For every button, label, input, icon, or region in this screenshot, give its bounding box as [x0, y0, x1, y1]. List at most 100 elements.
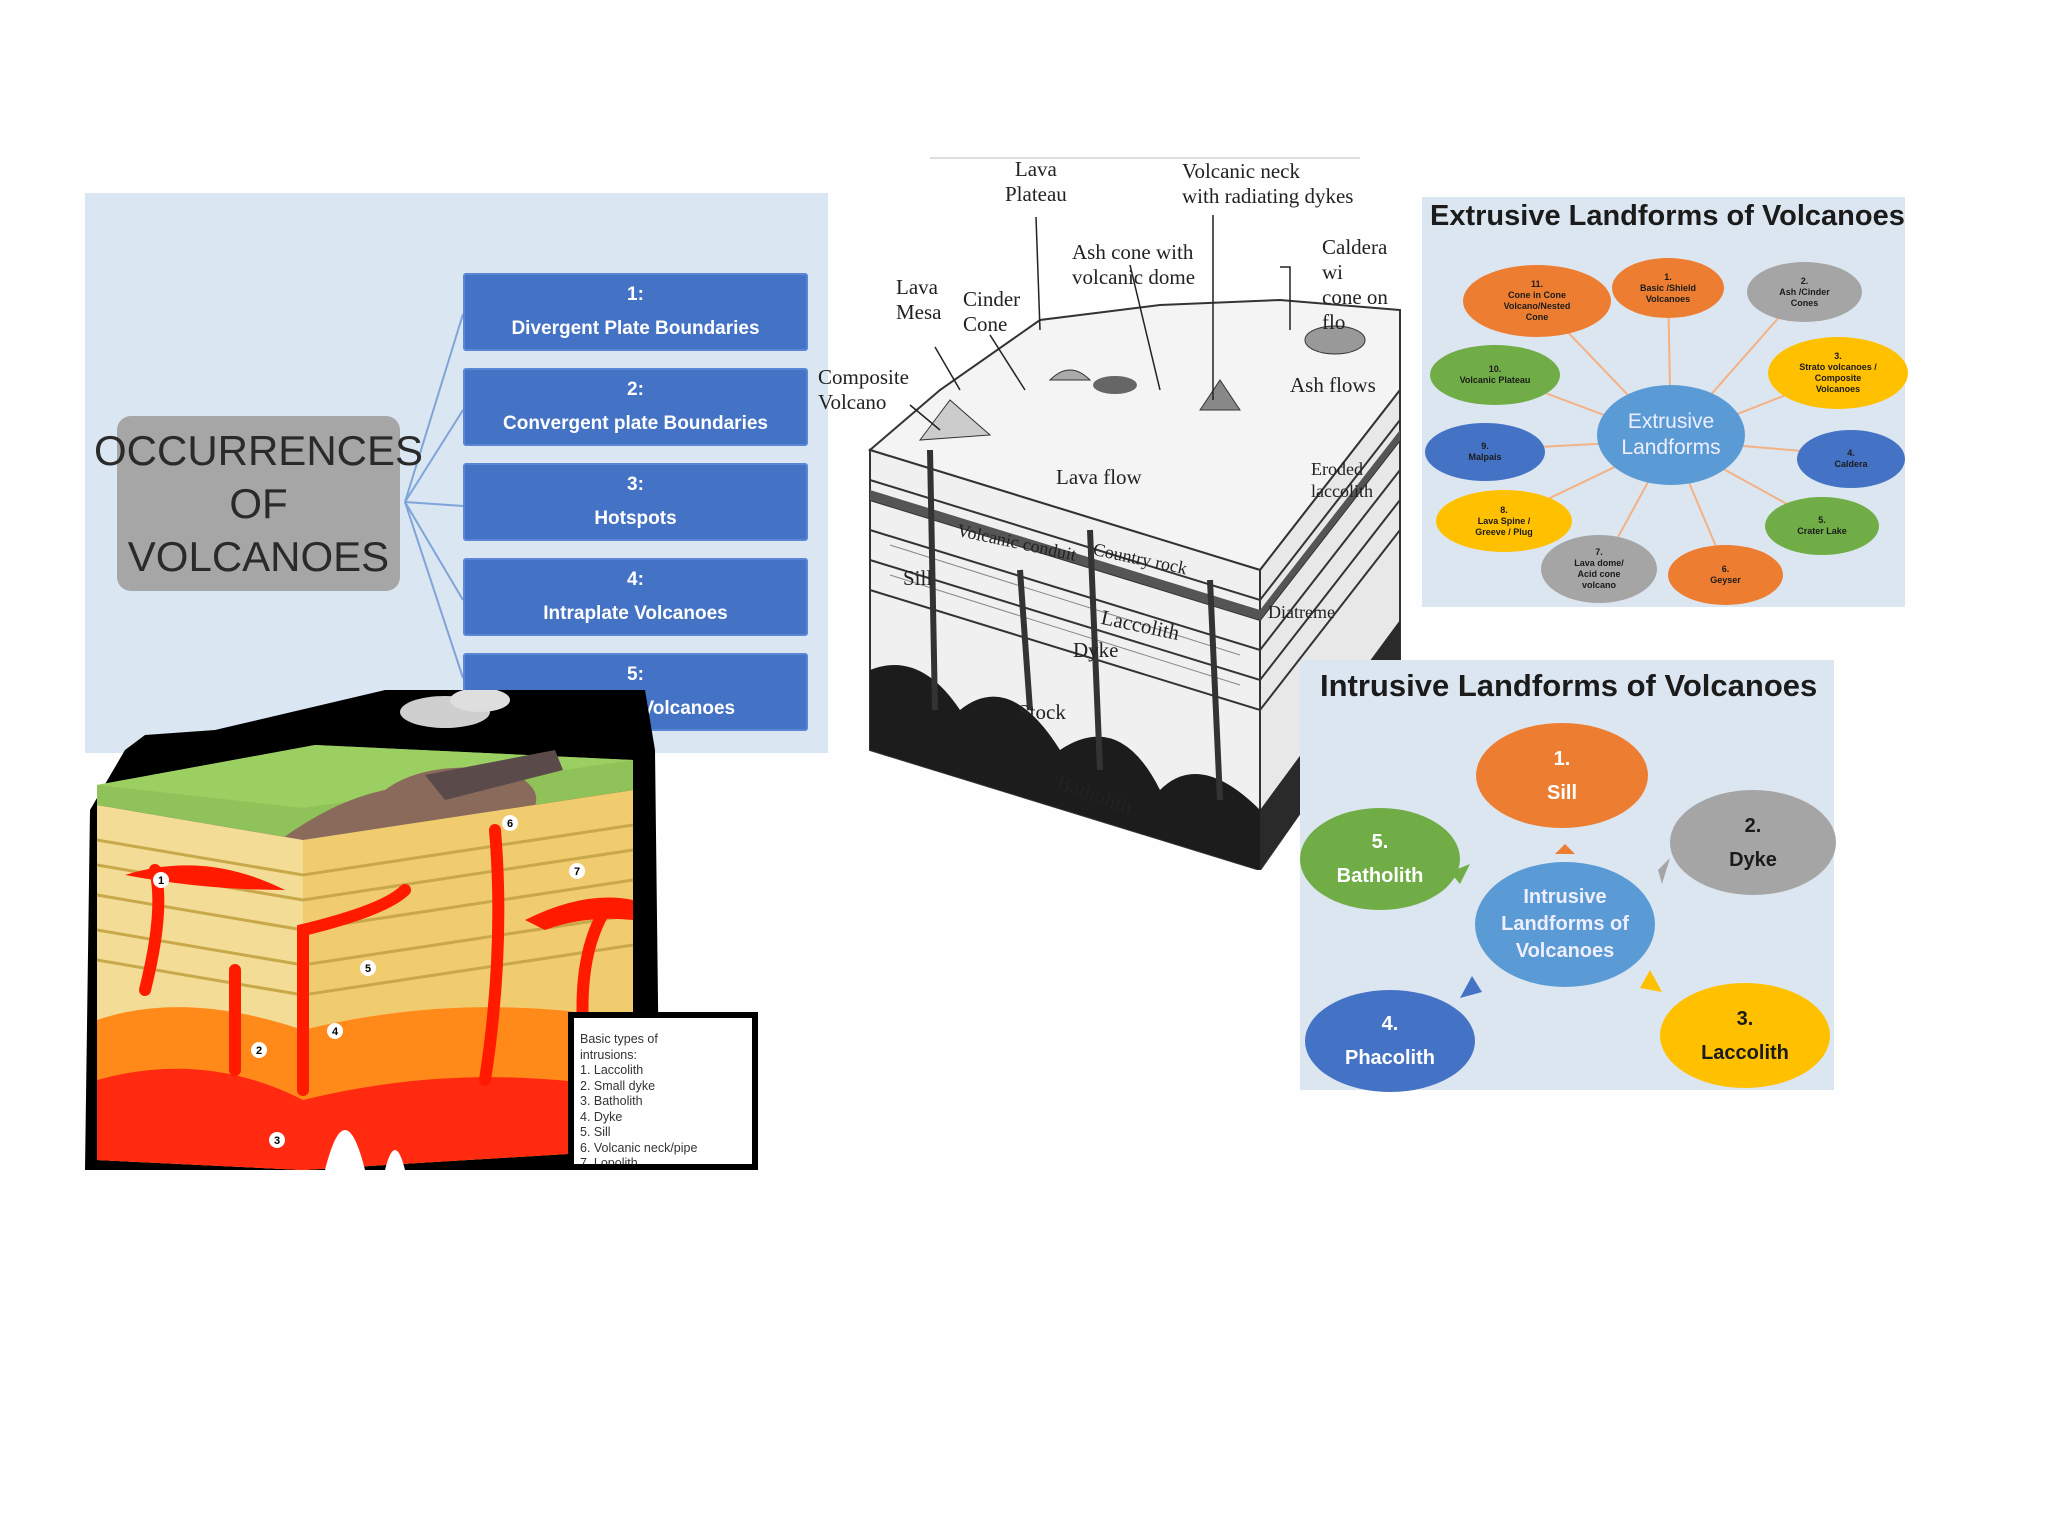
item-number: 4:: [627, 569, 644, 590]
node-num: 3.: [1834, 351, 1842, 361]
label-composite-volcano: Composite Volcano: [818, 365, 910, 414]
item-number: 1:: [627, 284, 644, 305]
extrusive-center: Extrusive Landforms: [1597, 385, 1745, 485]
marker-5-label: 5: [365, 963, 371, 975]
node-num: 9.: [1481, 441, 1489, 451]
extrusive-node-8: 8.Lava Spine / Greeve / Plug: [1436, 490, 1572, 552]
node-num: 10.: [1488, 364, 1502, 374]
node-num: 4.: [1847, 448, 1855, 458]
label-caldera: Caldera wi cone on flo: [1322, 235, 1388, 334]
label-lava-mesa: Lava Mesa: [896, 275, 942, 324]
label-lava-flow: Lava flow: [1056, 465, 1142, 489]
intrusive-center: Intrusive Landforms of Volcanoes: [1475, 862, 1655, 987]
extrusive-node-2: 2.Ash /Cinder Cones: [1747, 262, 1862, 322]
extrusive-node-7: 7.Lava dome/ Acid cone volcano: [1541, 535, 1657, 603]
legend-line: 7. Lopolith: [580, 1156, 638, 1170]
label-volcanic-neck: Volcanic neck with radiating dykes: [1182, 159, 1354, 208]
node-label: Volcanic Plateau: [1459, 375, 1531, 385]
landforms-cross-section: [867, 157, 1401, 870]
node-label: Caldera: [1834, 459, 1868, 469]
extrusive-title: Extrusive Landforms of Volcanoes: [1430, 200, 1905, 232]
marker-4: [327, 1023, 343, 1039]
legend-line: 2. Small dyke: [580, 1078, 656, 1093]
node-label: Phacolith: [1344, 1047, 1435, 1069]
node-num: 3.: [1736, 1007, 1754, 1030]
node-num: 4.: [1381, 1013, 1399, 1035]
occurrences-title: OCCURRENCES OF VOLCANOES: [94, 416, 423, 591]
legend-line: intrusions:: [580, 1047, 637, 1062]
node-num: 8.: [1500, 504, 1508, 515]
node-num: 2.: [1800, 275, 1809, 286]
node-label: Lava dome/ Acid cone volcano: [1574, 558, 1624, 590]
extrusive-node-3: 3.Strato volcanoes / Composite Volcanoes: [1768, 337, 1908, 409]
marker-2-label: 2: [256, 1045, 262, 1057]
occurrence-item-2: 2: Convergent plate Boundaries: [463, 368, 808, 446]
item-number: 2:: [627, 379, 644, 400]
item-number: 3:: [627, 474, 644, 495]
marker-1-label: 1: [158, 875, 164, 887]
node-label: Ash /Cinder Cones: [1779, 286, 1830, 308]
node-label: Strato volcanoes / Composite Volcanoes: [1799, 362, 1877, 394]
node-num: 5.: [1818, 515, 1826, 525]
intrusive-node-phacolith: 4. Phacolith: [1305, 990, 1475, 1092]
node-num: 6.: [1721, 564, 1730, 574]
item-label: Convergent plate Boundaries: [503, 413, 768, 434]
marker-1: [153, 872, 169, 888]
intrusive-node-dyke: 2.Dyke: [1670, 790, 1836, 895]
label-ash-flows: Ash flows: [1290, 373, 1376, 397]
node-label: Malpais: [1468, 452, 1502, 462]
extrusive-node-6: 6.Geyser: [1668, 545, 1783, 605]
node-num: 1.: [1664, 271, 1672, 282]
legend-line: 5. Sill: [580, 1125, 611, 1139]
item-number: 5:: [627, 664, 644, 685]
marker-7: [569, 863, 585, 879]
node-label: Laccolith: [1701, 1041, 1789, 1064]
extrusive-node-1: 1.Basic /Shield Volcanoes: [1612, 258, 1724, 318]
label-sill: Sill: [903, 566, 933, 590]
label-ash-cone: Ash cone with volcanic dome: [1072, 240, 1196, 289]
marker-6: [502, 815, 518, 831]
label-dyke: Dyke: [1073, 638, 1119, 662]
node-label: Geyser: [1710, 575, 1741, 585]
extrusive-node-9: 9.Malpais: [1425, 423, 1545, 481]
intrusion-block-diagram: 1 2 3 4 5 6 7: [85, 690, 660, 1170]
legend-line: 4. Dyke: [580, 1109, 623, 1124]
item-label: Divergent Plate Boundaries: [511, 318, 760, 339]
marker-6-label: 6: [507, 818, 513, 830]
node-num: 11.: [1530, 279, 1543, 289]
node-label: Batholith: [1336, 865, 1424, 887]
legend-line: 1. Laccolith: [580, 1063, 644, 1077]
node-label: Crater Lake: [1797, 526, 1847, 536]
marker-2: [251, 1042, 267, 1058]
marker-3-label: 3: [274, 1135, 280, 1147]
marker-5: [360, 960, 376, 976]
occurrence-item-1: 1: Divergent Plate Boundaries: [463, 273, 808, 351]
node-label: Basic /Shield Volcanoes: [1639, 282, 1697, 304]
label-diatreme: Diatreme: [1268, 602, 1335, 622]
label-eroded-laccolith: Eroded laccolith: [1311, 459, 1373, 501]
occurrence-item-3: 3: Hotspots: [463, 463, 808, 541]
label-cinder-cone: Cinder Cone: [963, 287, 1021, 336]
legend-line: 6. Volcanic neck/pipe: [580, 1140, 698, 1155]
extrusive-node-4: 4.Caldera: [1797, 430, 1905, 488]
node-label: Sill: [1546, 781, 1577, 804]
item-label: Hotspots: [594, 508, 677, 529]
intrusions-legend: Basic types of intrusions: 1. Laccolith …: [568, 1012, 758, 1170]
marker-3: [269, 1132, 285, 1148]
occurrences-connectors: [404, 313, 464, 679]
intrusive-node-batholith: 5. Batholith: [1300, 808, 1460, 910]
label-lava-plateau: Lava Plateau: [1005, 157, 1067, 206]
marker-4-label: 4: [332, 1026, 339, 1038]
legend-line: Basic types of: [580, 1032, 658, 1046]
node-label: Lava Spine / Greeve / Plug: [1475, 515, 1533, 537]
intrusive-node-laccolith: 3. Laccolith: [1660, 983, 1830, 1088]
legend-line: 3. Batholith: [580, 1094, 643, 1108]
label-stock: Stock: [1018, 700, 1066, 724]
node-num: 1.: [1553, 747, 1571, 770]
node-label: Dyke: [1729, 848, 1777, 871]
intrusive-node-sill: 1. Sill: [1476, 723, 1648, 828]
node-num: 5.: [1371, 831, 1389, 853]
item-label: Intraplate Volcanoes: [543, 603, 728, 624]
occurrence-item-4: 4: Intraplate Volcanoes: [463, 558, 808, 636]
marker-7-label: 7: [574, 866, 580, 878]
